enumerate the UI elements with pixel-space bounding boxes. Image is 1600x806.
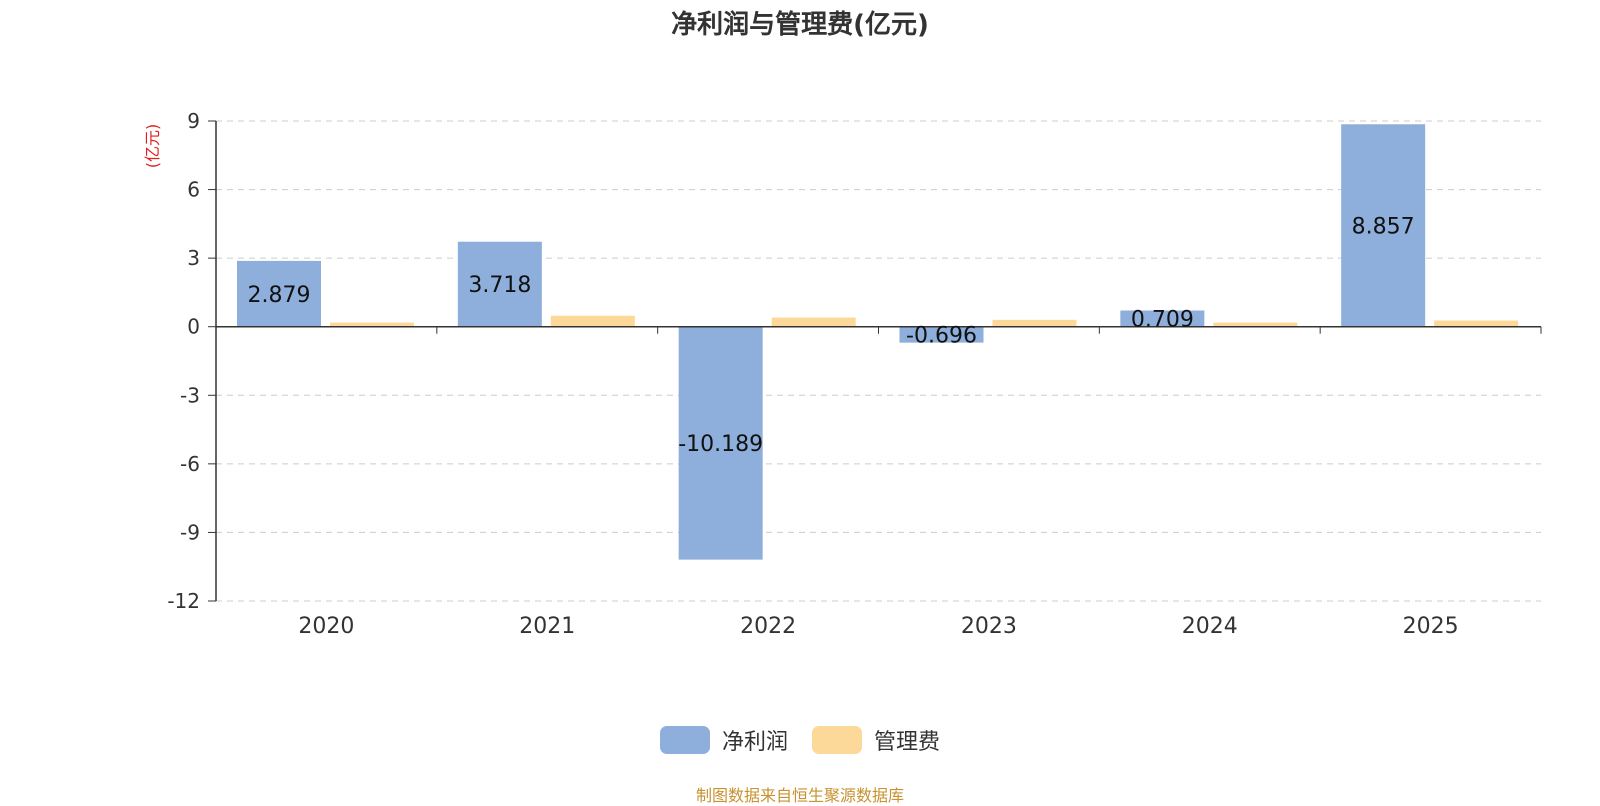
x-tick-label: 2021	[519, 614, 575, 639]
legend: 净利润 管理费	[0, 720, 1600, 760]
x-tick-label: 2022	[740, 614, 796, 639]
y-tick-label: -3	[180, 383, 200, 407]
data-labels: 2.879 3.718 -10.189 -0.696 0.709 8.857	[248, 214, 1415, 457]
legend-label-admin-expense: 管理费	[874, 730, 941, 755]
bar-net-profit-2021	[457, 241, 542, 327]
data-label: 2.879	[248, 283, 311, 308]
bar-net-profit-2023	[899, 326, 984, 343]
source-note: 制图数据来自恒生聚源数据库	[695, 786, 904, 805]
legend-item-admin-expense[interactable]: 管理费	[812, 724, 940, 756]
y-tick-label: 9	[187, 109, 200, 133]
legend-item-net-profit[interactable]: 净利润	[659, 724, 788, 756]
axes: 9 6 3 0 -3 -6 -9 -12 (亿元) 2020 2021 2022 2023 2024 202…	[143, 109, 1542, 639]
chart-title: 净利润与管理费(亿元)	[671, 10, 929, 40]
bar-net-profit-2024	[1120, 310, 1205, 327]
legend-swatch-net-profit	[659, 726, 710, 754]
y-tick-label: -12	[167, 589, 200, 613]
y-tick-label: -6	[180, 452, 200, 476]
legend-label-net-profit: 净利润	[721, 730, 788, 755]
bar-admin-expense-2024	[1213, 322, 1298, 327]
y-axis-label: (亿元)	[143, 124, 162, 169]
bar-admin-expense-2023	[992, 319, 1077, 327]
bar-admin-expense-2020	[330, 322, 414, 327]
data-label: 8.857	[1352, 214, 1415, 239]
bar-net-profit-2025	[1341, 124, 1426, 327]
y-tick-label: 6	[187, 178, 200, 202]
bar-admin-expense-2025	[1434, 320, 1519, 327]
y-tick-label: 0	[187, 315, 200, 339]
bar-net-profit-2020	[237, 260, 321, 327]
y-tick-label: 3	[187, 246, 200, 270]
x-tick-label: 2023	[961, 614, 1017, 639]
data-label: 3.718	[468, 273, 531, 298]
bar-admin-expense-2021	[550, 315, 635, 327]
data-label: -0.696	[906, 324, 977, 349]
x-tick-label: 2025	[1403, 614, 1459, 639]
bar-admin-expense-2022	[771, 317, 856, 327]
x-tick-label: 2020	[298, 614, 354, 639]
bar-net-profit-2022	[678, 326, 763, 560]
y-tick-label: -9	[180, 520, 200, 544]
x-tick-label: 2024	[1182, 614, 1238, 639]
data-label: 0.709	[1131, 308, 1194, 333]
grid-lines	[216, 120, 1541, 602]
data-label: -10.189	[678, 432, 763, 457]
legend-swatch-admin-expense	[812, 726, 862, 754]
bars	[237, 124, 1519, 560]
